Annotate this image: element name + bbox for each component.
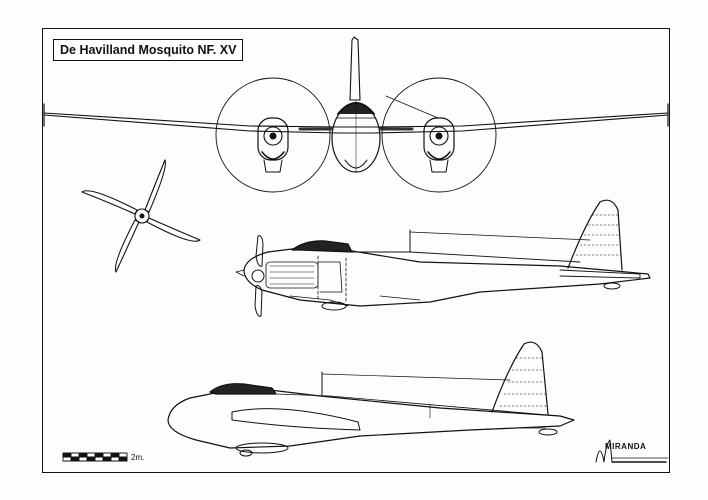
left-propeller-disc xyxy=(215,77,331,193)
propeller-detail xyxy=(81,159,201,273)
propeller-hub xyxy=(134,208,150,224)
profile-canopy xyxy=(209,383,277,395)
right-engine-nacelle xyxy=(423,117,455,173)
right-propeller-disc xyxy=(381,77,497,193)
scale-bar xyxy=(62,452,128,462)
left-engine-nacelle xyxy=(257,117,289,173)
side-view-cutaway xyxy=(235,199,651,317)
side-canopy xyxy=(291,240,353,253)
scale-label: 2m. xyxy=(131,453,145,462)
side-fuselage xyxy=(243,247,651,307)
drawing-frame xyxy=(42,28,670,473)
front-view xyxy=(43,36,669,193)
artist-signature: MIRANDA xyxy=(605,442,647,451)
side-propeller xyxy=(255,235,264,267)
propeller-blade-up xyxy=(144,159,166,213)
profile-fin xyxy=(491,341,549,415)
side-fin xyxy=(567,199,623,271)
side-view-profile xyxy=(167,341,575,457)
propeller-blade-left xyxy=(81,190,138,215)
propeller-blade-right xyxy=(146,217,201,242)
profile-fuselage xyxy=(167,389,575,449)
engine-cutaway xyxy=(235,255,347,303)
front-fin xyxy=(349,36,361,101)
drawing-title: De Havilland Mosquito NF. XV xyxy=(53,39,244,61)
signature-mark xyxy=(595,439,669,463)
propeller-blade-down xyxy=(114,219,140,273)
